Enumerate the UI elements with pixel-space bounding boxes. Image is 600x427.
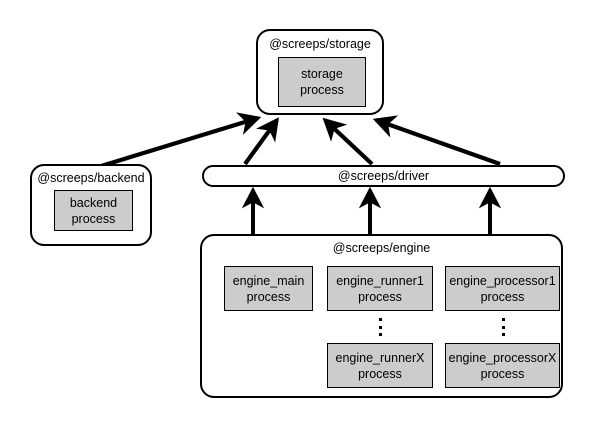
process-engine-main-line1: engine_main [232,273,305,288]
package-storage-label: @screeps/storage [269,37,371,51]
ellipsis-dot [378,325,382,329]
process-storage[interactable]: storage process [278,57,366,107]
process-engine-processorx-line1: engine_processorX [448,350,557,365]
ellipsis-dot [501,333,505,336]
process-engine-processorx-line2: process [480,366,525,381]
ellipsis-processor [496,318,510,336]
process-engine-runnerx-line2: process [358,366,402,381]
arrow-driver-to-storage-left [243,117,279,166]
process-engine-main[interactable]: engine_main process [224,266,313,311]
ellipsis-dot [378,333,382,336]
package-backend-label: @screeps/backend [37,171,145,185]
arrow-driver-to-storage-right [372,115,501,166]
process-engine-runner1[interactable]: engine_runner1 process [327,266,433,311]
process-backend[interactable]: backend process [54,190,133,231]
process-engine-runnerx[interactable]: engine_runnerX process [327,343,433,388]
ellipsis-dot [501,325,505,329]
package-engine-label: @screeps/engine [332,241,431,255]
process-storage-line2: process [300,83,344,97]
process-engine-runnerx-line1: engine_runnerX [335,350,425,365]
ellipsis-dot [501,318,505,321]
process-backend-line1: backend [69,195,118,210]
process-engine-processor1[interactable]: engine_processor1 process [445,266,560,311]
process-engine-runner1-line1: engine_runner1 [336,273,424,288]
process-engine-processorx[interactable]: engine_processorX process [445,343,560,388]
package-storage[interactable]: @screeps/storage storage process [256,29,384,115]
arrow-driver-to-storage-middle [322,117,374,166]
process-engine-runner1-line2: process [358,289,402,304]
process-engine-processor1-line2: process [480,289,525,304]
package-engine[interactable]: @screeps/engine engine_main process engi… [200,234,563,398]
package-driver[interactable]: @screeps/driver [202,165,565,187]
ellipsis-runner [373,318,387,336]
process-engine-main-line2: process [246,289,291,304]
process-backend-line2: process [71,211,116,226]
arrow-backend-to-storage [87,112,262,173]
process-storage-line1: storage [301,67,343,81]
process-engine-processor1-line1: engine_processor1 [449,273,556,288]
ellipsis-dot [378,318,382,321]
package-driver-label: @screeps/driver [337,168,430,183]
package-backend[interactable]: @screeps/backend backend process [30,164,152,246]
